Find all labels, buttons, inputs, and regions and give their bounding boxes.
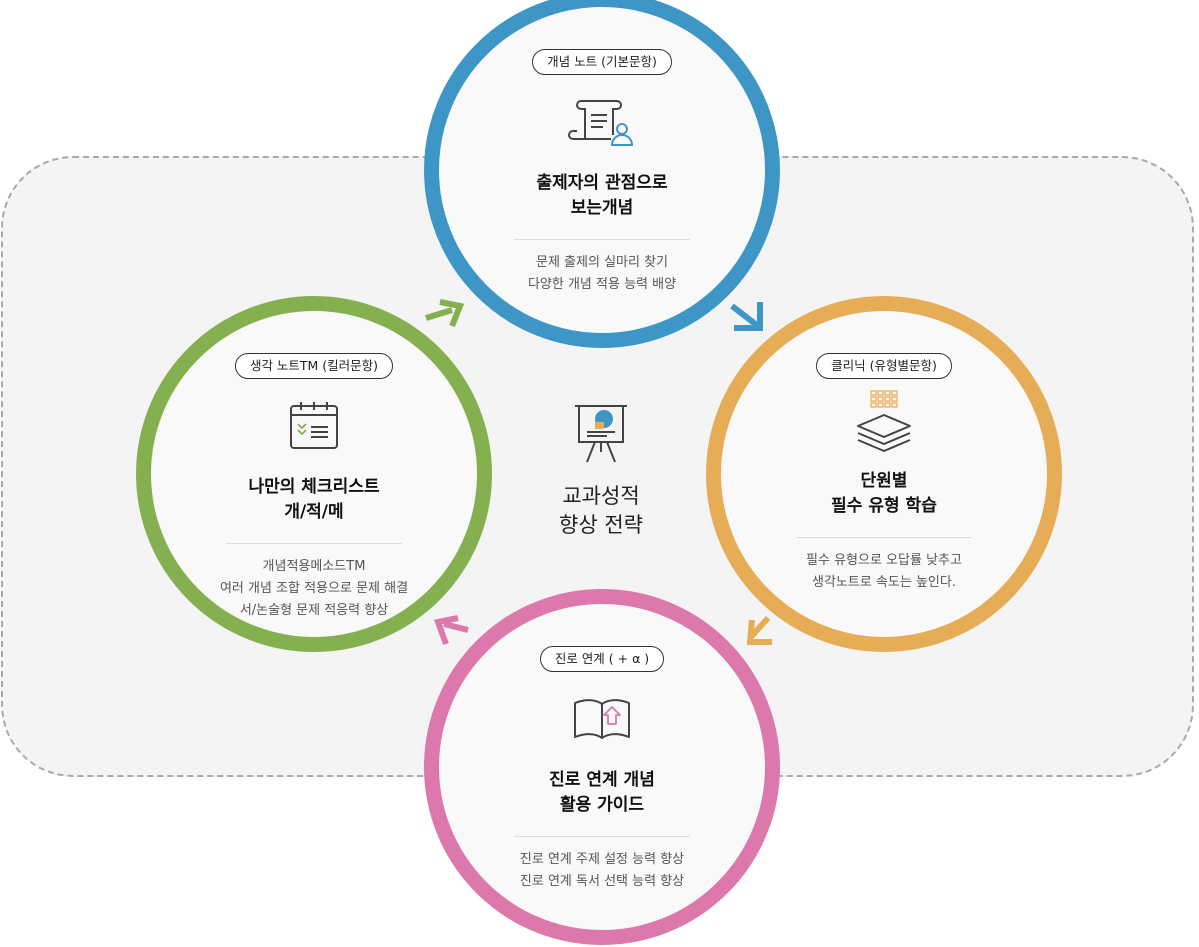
- thinking-note-title: 나만의 체크리스트 개/적/메: [248, 477, 380, 522]
- layers-grid-icon: [852, 389, 916, 455]
- thinking-note-tag: 생각 노트TM (킬러문항): [234, 353, 394, 379]
- calendar-checklist-icon: [286, 399, 342, 455]
- arrow-blue-icon: [730, 302, 763, 331]
- thinking-note-desc: 개념적용메소드TM 여러 개념 조합 적용으로 문제 해결 서/논술형 문제 적…: [219, 559, 409, 618]
- arrow-orange-icon: [746, 615, 772, 645]
- career-link-tag: 진로 연계 ( + α ): [539, 646, 665, 672]
- divider: [514, 239, 690, 240]
- career-link-desc: 진로 연계 주제 설정 능력 향상 진로 연계 독서 선택 능력 향상: [519, 852, 685, 889]
- presentation-board-icon: [573, 402, 629, 468]
- document-user-icon: [567, 95, 637, 151]
- arrow-green-icon: [425, 299, 465, 328]
- concept-note-title: 출제자의 관점으로 보는개념: [536, 173, 668, 218]
- divider: [514, 836, 690, 837]
- clinic-circle: 클리닉 (유형별문항) 단원별 필수 유형 학습 필수 유형으로 오답률: [706, 296, 1062, 652]
- concept-note-desc: 문제 출제의 실마리 찾기 다양한 개념 적용 능력 배양: [527, 255, 677, 292]
- center-title: 교과성적 향상 전략: [559, 484, 643, 537]
- arrow-pink-icon: [433, 615, 469, 646]
- concept-note-tag: 개념 노트 (기본문항): [532, 49, 672, 75]
- clinic-desc: 필수 유형으로 오답률 낮추고 생각노트로 속도는 높인다.: [806, 553, 962, 590]
- thinking-note-circle: 생각 노트TM (킬러문항) 나만의: [136, 296, 492, 652]
- open-book-icon: [571, 692, 633, 748]
- clinic-title: 단원별 필수 유형 학습: [831, 471, 937, 516]
- divider: [796, 537, 972, 538]
- career-link-title: 진로 연계 개념 활용 가이드: [549, 770, 655, 815]
- clinic-tag: 클리닉 (유형별문항): [816, 353, 952, 379]
- center-hub: 교과성적 향상 전략: [540, 402, 662, 540]
- divider: [226, 543, 402, 544]
